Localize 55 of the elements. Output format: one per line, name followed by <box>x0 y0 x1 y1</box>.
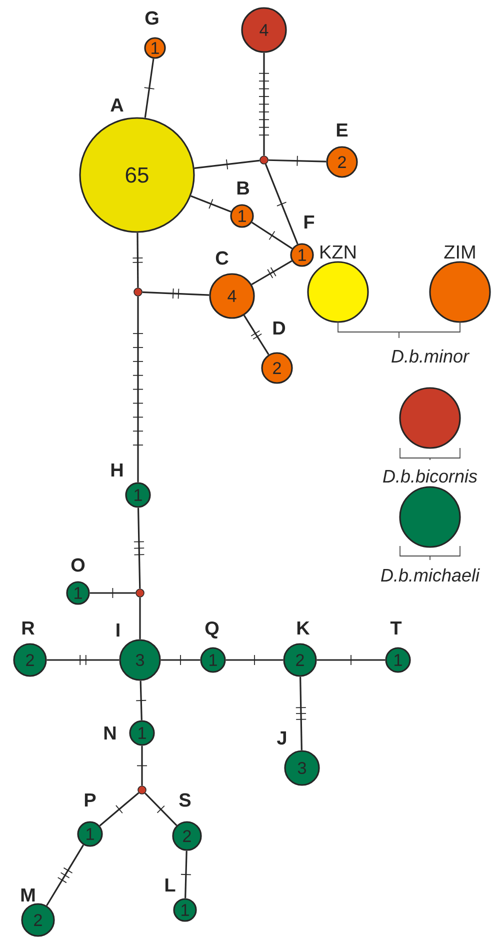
median-vector-dot <box>136 588 144 598</box>
network-link <box>194 158 260 170</box>
network-link <box>90 588 136 598</box>
haplotype-letter: H <box>111 463 123 477</box>
median-vector-dot <box>134 288 142 296</box>
network-link <box>264 164 298 244</box>
network-link <box>132 296 144 482</box>
haplotype-letter: M <box>21 888 35 902</box>
network-link <box>142 288 210 300</box>
legend-label: KZN <box>320 245 356 259</box>
haplotype-letter: O <box>71 558 85 572</box>
haplotype-letter: B <box>237 181 249 195</box>
network-link <box>99 792 140 826</box>
network-link <box>134 508 145 589</box>
network-link <box>190 195 232 212</box>
haplotype-letter: N <box>104 726 116 740</box>
network-link <box>258 52 270 156</box>
legend-label: D.b.michaeli <box>381 568 480 582</box>
network-link <box>268 155 326 166</box>
network-link <box>160 654 200 666</box>
network-link <box>46 844 84 906</box>
haplotype-letter: F <box>304 215 314 229</box>
haplotype-letter: G <box>145 11 158 25</box>
haplotype-letter: I <box>116 623 120 637</box>
haplotype-letter: E <box>336 123 348 137</box>
network-link <box>316 654 386 666</box>
network-link <box>251 260 292 286</box>
haplotype-letter: K <box>297 621 310 635</box>
network-link <box>139 597 141 640</box>
network-link <box>226 654 284 666</box>
haplotype-letter: R <box>22 621 34 635</box>
network-link <box>132 232 144 288</box>
legend-label: D.b.minor <box>392 349 470 363</box>
haplotype-letter: L <box>165 878 176 892</box>
haplotype-letter: J <box>277 731 286 745</box>
haplotype-letter: A <box>110 98 124 112</box>
haplotype-letter: D <box>273 321 286 335</box>
median-vector-dot <box>260 156 268 164</box>
network-link <box>243 314 270 356</box>
legend-label: D.b.bicornis <box>383 469 478 483</box>
network-link <box>144 58 155 118</box>
network-link <box>46 654 120 666</box>
network-link <box>295 676 307 750</box>
legend-label: ZIM <box>444 245 475 259</box>
network-link <box>251 222 293 250</box>
network-link <box>144 792 178 826</box>
median-vector-dot <box>138 786 146 794</box>
haplotype-letter: C <box>216 251 228 265</box>
network-link <box>180 850 192 898</box>
haplotype-letter: Q <box>205 622 219 638</box>
network-link <box>136 746 148 786</box>
haplotype-letter: T <box>390 621 402 635</box>
network-link <box>136 680 147 720</box>
haplotype-letter: P <box>84 793 96 807</box>
haplotype-letter: S <box>179 793 191 807</box>
